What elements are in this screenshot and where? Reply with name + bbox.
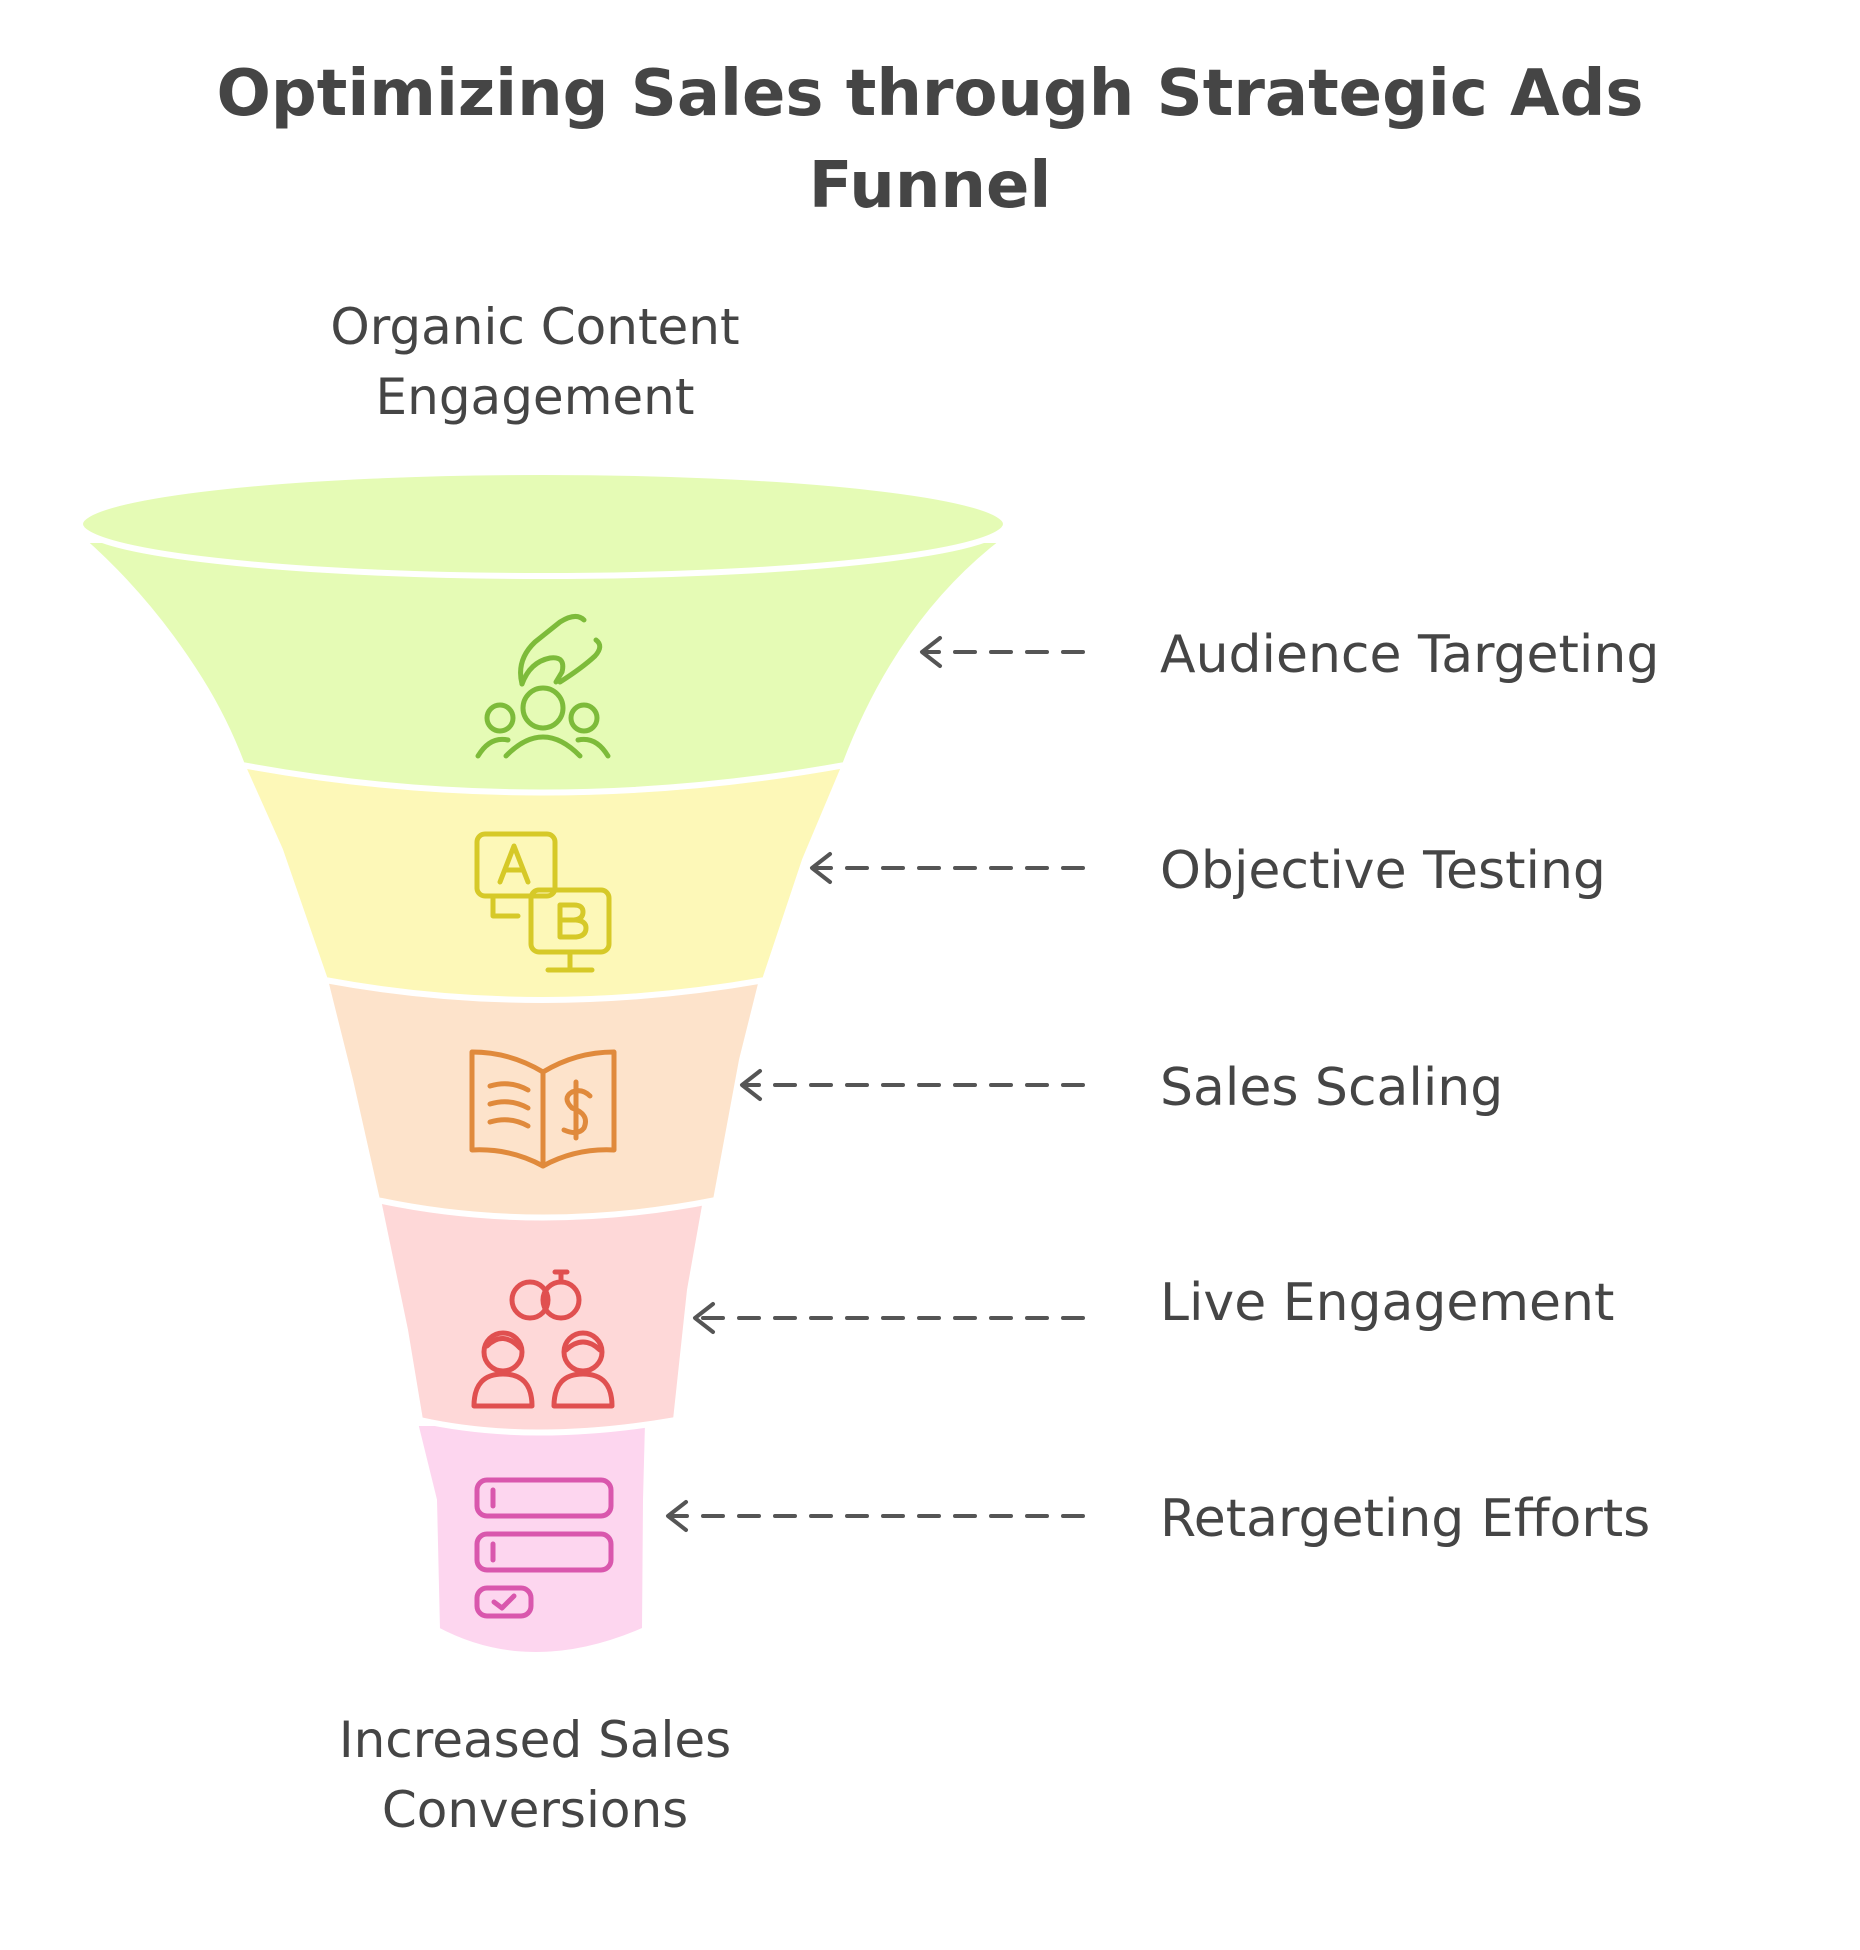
stage-label-retargeting-efforts: Retargeting Efforts [1160,1489,1651,1549]
stacked-list-check-icon [474,1477,614,1619]
funnel-layer-objective-testing [237,762,850,1003]
title-line-1: Optimizing Sales through Strategic Ads [216,57,1644,131]
funnel-layer-retargeting [411,1420,652,1658]
bottom-label-line-1: Increased Sales [338,1711,732,1769]
people-rings-icon [471,1269,615,1409]
funnel-rim [77,469,1009,579]
stage-label-sales-scaling: Sales Scaling [1160,1058,1504,1118]
hand-people-icon [475,614,611,759]
bottom-label-line-2: Conversions [381,1781,689,1839]
top-label-line-2: Engagement [375,368,695,426]
stage-label-audience-targeting: Audience Targeting [1160,625,1660,685]
page-title: Optimizing Sales through Strategic Ads F… [0,48,1860,232]
arrow-audience-targeting [920,636,1085,668]
funnel-top-label: Organic Content Engagement [155,292,915,432]
stage-label-objective-testing: Objective Testing [1160,841,1606,901]
funnel-layer-audience-targeting [74,537,1014,796]
funnel-bottom-label: Increased Sales Conversions [155,1705,915,1845]
stage-label-live-engagement: Live Engagement [1160,1273,1615,1333]
arrow-sales-scaling [740,1069,1085,1101]
book-dollar-icon [469,1049,617,1169]
arrow-live-engagement [693,1302,1085,1334]
ab-testing-icon [474,831,612,973]
arrow-retargeting-efforts [666,1500,1085,1532]
top-label-line-1: Organic Content [330,298,740,356]
title-line-2: Funnel [808,149,1052,223]
arrow-objective-testing [810,852,1085,884]
